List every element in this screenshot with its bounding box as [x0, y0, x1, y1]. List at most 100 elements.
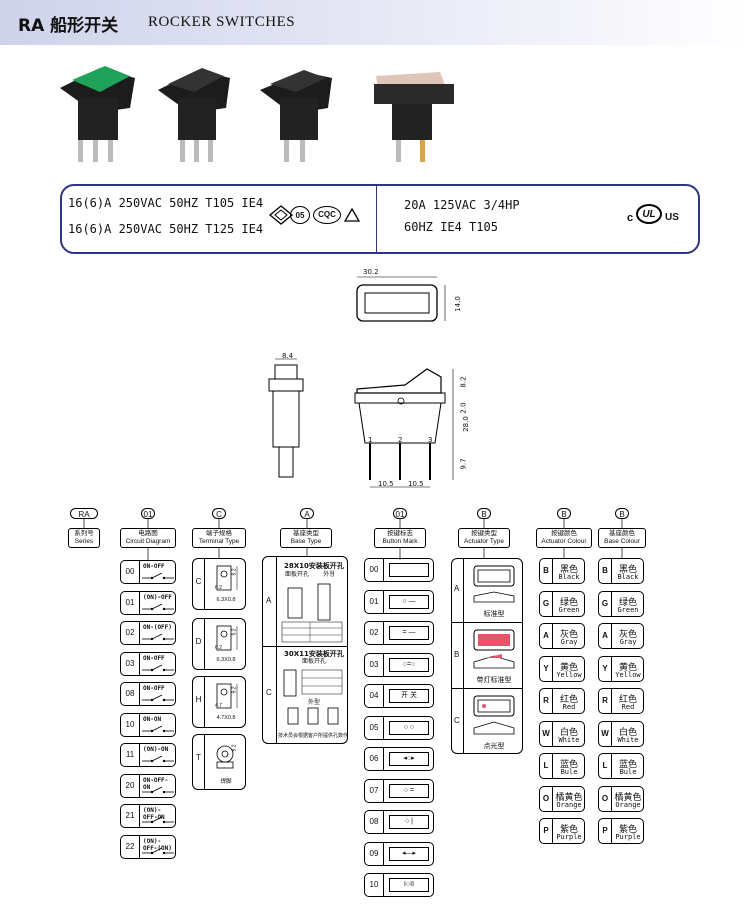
product-photo-black-1: [158, 68, 230, 162]
button-mark-glyph: 开 关: [389, 689, 429, 703]
button-mark-row: 03○=○: [364, 652, 434, 677]
colour-name-cn: 黑色: [559, 564, 578, 574]
pin-3-label: 3: [428, 436, 433, 444]
circuit-label: ON-OFF: [143, 563, 165, 570]
circuit-symbol-icon: [142, 572, 174, 580]
actuator-standard-drawing: [473, 565, 515, 603]
circuit-label: (ON)-OFF: [143, 593, 172, 601]
colour-code: A: [599, 624, 612, 648]
actuator-label-c: 点光型: [483, 742, 505, 750]
actuator-code-b: B: [454, 650, 460, 659]
col-tag-base: A: [300, 508, 314, 519]
circuit-symbol-icon: [142, 786, 174, 793]
circuit-code: 10: [121, 713, 140, 736]
terminal-code: C: [193, 559, 205, 609]
col-tag-act-colour: B: [557, 508, 571, 519]
circuit-row: 22(ON)-OFF-(ON): [120, 834, 176, 859]
circuit-label: ON-OFF: [143, 654, 165, 662]
colour-name-cn: 黄色: [618, 661, 637, 672]
colour-name-en: White: [617, 735, 639, 744]
spec-line-4: 60HZ IE4 T105: [404, 220, 498, 234]
button-mark-code: 01: [365, 590, 384, 613]
colour-name-en: Green: [617, 605, 639, 614]
colour-name-en: Bule: [560, 768, 578, 776]
circuit-row: 21(ON)-OFF-ON: [120, 804, 176, 828]
button-mark-glyph: ○ =: [389, 783, 429, 798]
colour-code: R: [540, 689, 553, 713]
base-type-code-divider: [276, 556, 277, 744]
actuator-label-b: 带灯标准型: [476, 676, 512, 684]
button-mark-glyph: I○II: [389, 878, 429, 892]
circuit-code: 00: [121, 561, 140, 583]
circuit-symbol-icon: [142, 725, 174, 732]
spec-line-1: 16(6)A 250VAC 50HZ T105 IE4: [68, 196, 264, 210]
terminal-drawing: [216, 625, 238, 651]
terminal-drawing: [216, 683, 238, 709]
terminal-size: 4.7X0.8: [216, 715, 236, 721]
spec-line-3: 20A 125VAC 3/4HP: [404, 198, 520, 212]
button-mark-glyph: ◂○▸: [389, 752, 429, 766]
col-tag-terminal: C: [212, 508, 226, 519]
colour-name-en: Green: [558, 605, 580, 614]
dim-front-h1: 8.2: [459, 376, 468, 388]
colour-code: B: [540, 559, 553, 583]
col-tag-mark: 01: [393, 508, 407, 519]
spec-divider: [376, 186, 377, 252]
colour-code: P: [540, 819, 553, 843]
product-photo-clear: [374, 72, 454, 162]
button-mark-code: 04: [365, 685, 384, 707]
circuit-code: 02: [121, 622, 140, 644]
dim-front-w1: 10.5: [378, 480, 394, 488]
colour-name-cn: 紫色: [559, 824, 578, 834]
circuit-symbol-icon: [142, 664, 174, 671]
colour-name-cn: 绿色: [559, 596, 578, 607]
circuit-symbol-icon: [142, 755, 174, 763]
terminal-dim-1: 6.2: [215, 645, 222, 651]
colour-code: B: [599, 559, 612, 583]
colour-name-en: Red: [621, 703, 635, 711]
colour-name-en: Orange: [615, 800, 641, 809]
product-photo-green: [60, 66, 135, 162]
circuit-code: 21: [121, 805, 140, 827]
button-mark-glyph: ○ ○: [389, 720, 429, 735]
terminal-dim-1: 6.2: [215, 585, 222, 591]
base-a-sub1: 面板开孔: [284, 571, 309, 578]
base-a-sub2: 外형: [323, 571, 335, 578]
actuator-dot-drawing: [473, 695, 515, 735]
colour-code: Y: [540, 656, 553, 681]
actuator-divider-2: [451, 688, 523, 689]
button-mark-row: 02= —: [364, 621, 434, 645]
colour-name-cn: 白色: [618, 726, 637, 737]
circuit-row: 01(ON)-OFF: [120, 590, 176, 615]
circuit-symbol-icon: [142, 694, 174, 702]
colour-code: P: [599, 819, 612, 843]
colour-name-cn: 灰色: [618, 629, 637, 639]
colour-code: O: [599, 786, 612, 811]
dim-front-h2: 2.0: [459, 402, 468, 414]
button-mark-code: 09: [365, 842, 384, 865]
pin-1-label: 1: [368, 436, 373, 444]
colour-name-cn: 橘黄色: [555, 791, 583, 802]
colour-code: G: [540, 591, 553, 616]
terminal-size: 焊脚: [220, 779, 232, 785]
button-mark-code: 10: [365, 874, 384, 896]
colour-name-cn: 紫色: [618, 824, 637, 834]
circuit-code: 01: [121, 591, 140, 614]
button-mark-code: 03: [365, 653, 384, 676]
button-mark-glyph: = —: [389, 626, 429, 640]
